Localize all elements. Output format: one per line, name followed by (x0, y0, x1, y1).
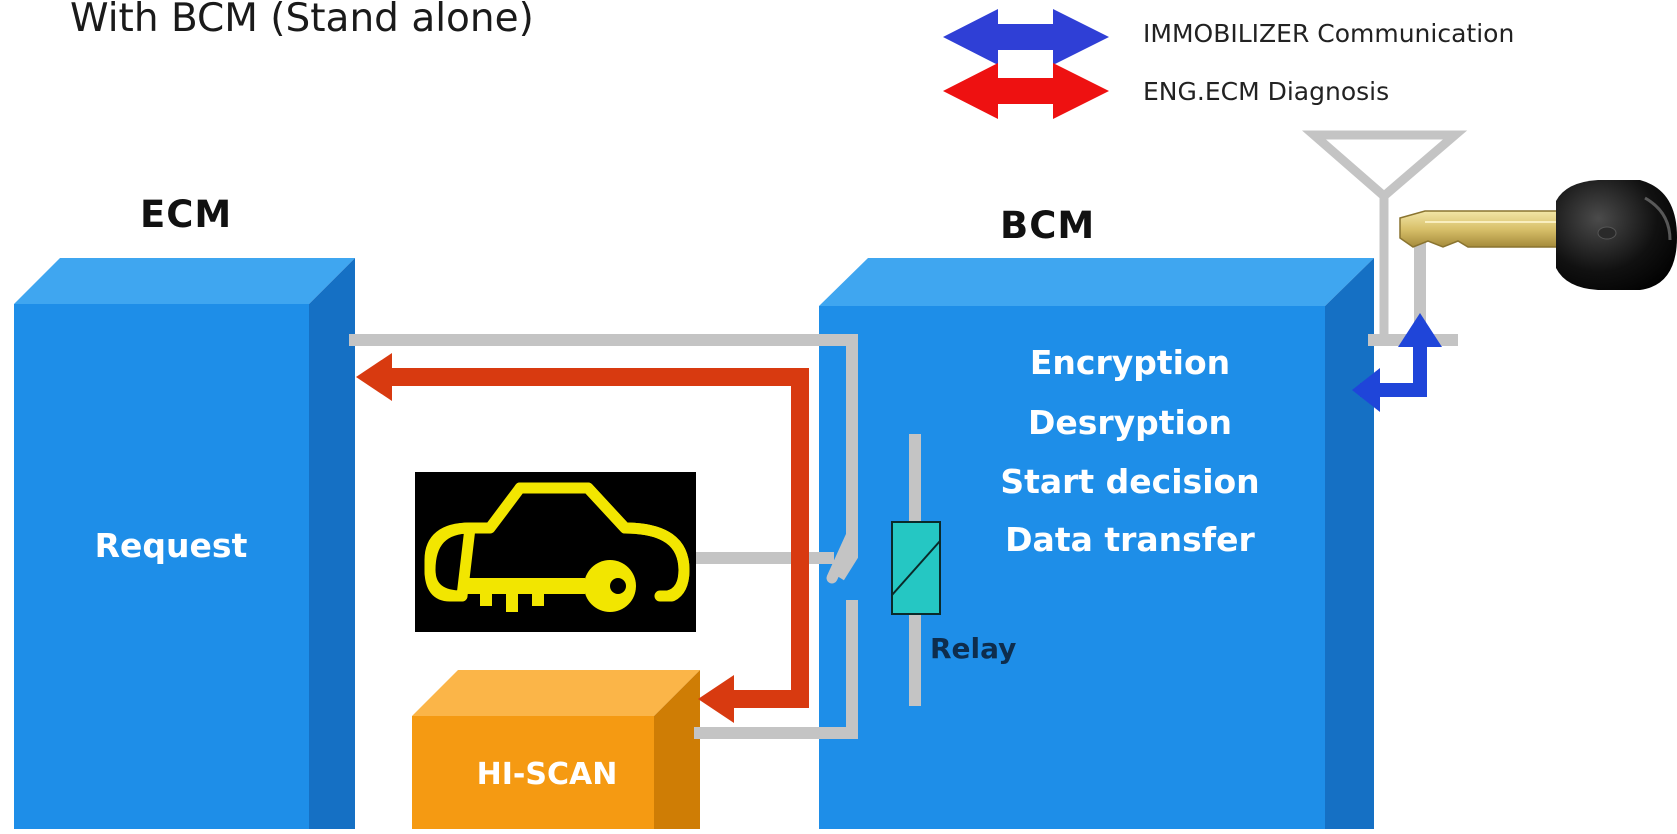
ecm-title: ECM (140, 193, 233, 236)
immobilizer-arrowhead-bcm (1352, 368, 1380, 412)
ecm-function-label: Request (94, 526, 248, 565)
bcm-function-decryption: Desryption (1027, 403, 1233, 442)
diagnosis-arrowhead-hiscan (698, 675, 734, 723)
bcm-title: BCM (1000, 204, 1096, 247)
page-title: With BCM (Stand alone) (70, 0, 534, 41)
car-key-icon (1399, 180, 1677, 290)
legend-arrow-immobilizer (943, 9, 1109, 65)
antenna-icon (1301, 130, 1468, 343)
immobilizer-warning-lamp-icon (415, 472, 696, 632)
legend-label-immobilizer: IMMOBILIZER Communication (1143, 19, 1515, 48)
immobilizer-arrowhead-key (1398, 313, 1442, 347)
immobilizer-arrows (1352, 313, 1442, 412)
relay-switch-contact (826, 528, 858, 584)
hiscan-box (412, 670, 700, 829)
bcm-function-data-transfer: Data transfer (1005, 520, 1255, 559)
legend-arrow-diagnosis (943, 63, 1109, 119)
relay-coil-diagonal (891, 540, 941, 596)
hiscan-label: HI-SCAN (476, 757, 618, 792)
legend-label-diagnosis: ENG.ECM Diagnosis (1143, 77, 1390, 106)
relay-label: Relay (930, 632, 1017, 665)
ecm-block (14, 258, 355, 829)
bcm-function-encryption: Encryption (1029, 343, 1231, 382)
diagnosis-arrowhead-ecm (356, 353, 392, 401)
diagnosis-path (356, 353, 809, 723)
bcm-function-start-decision: Start decision (1000, 462, 1260, 501)
